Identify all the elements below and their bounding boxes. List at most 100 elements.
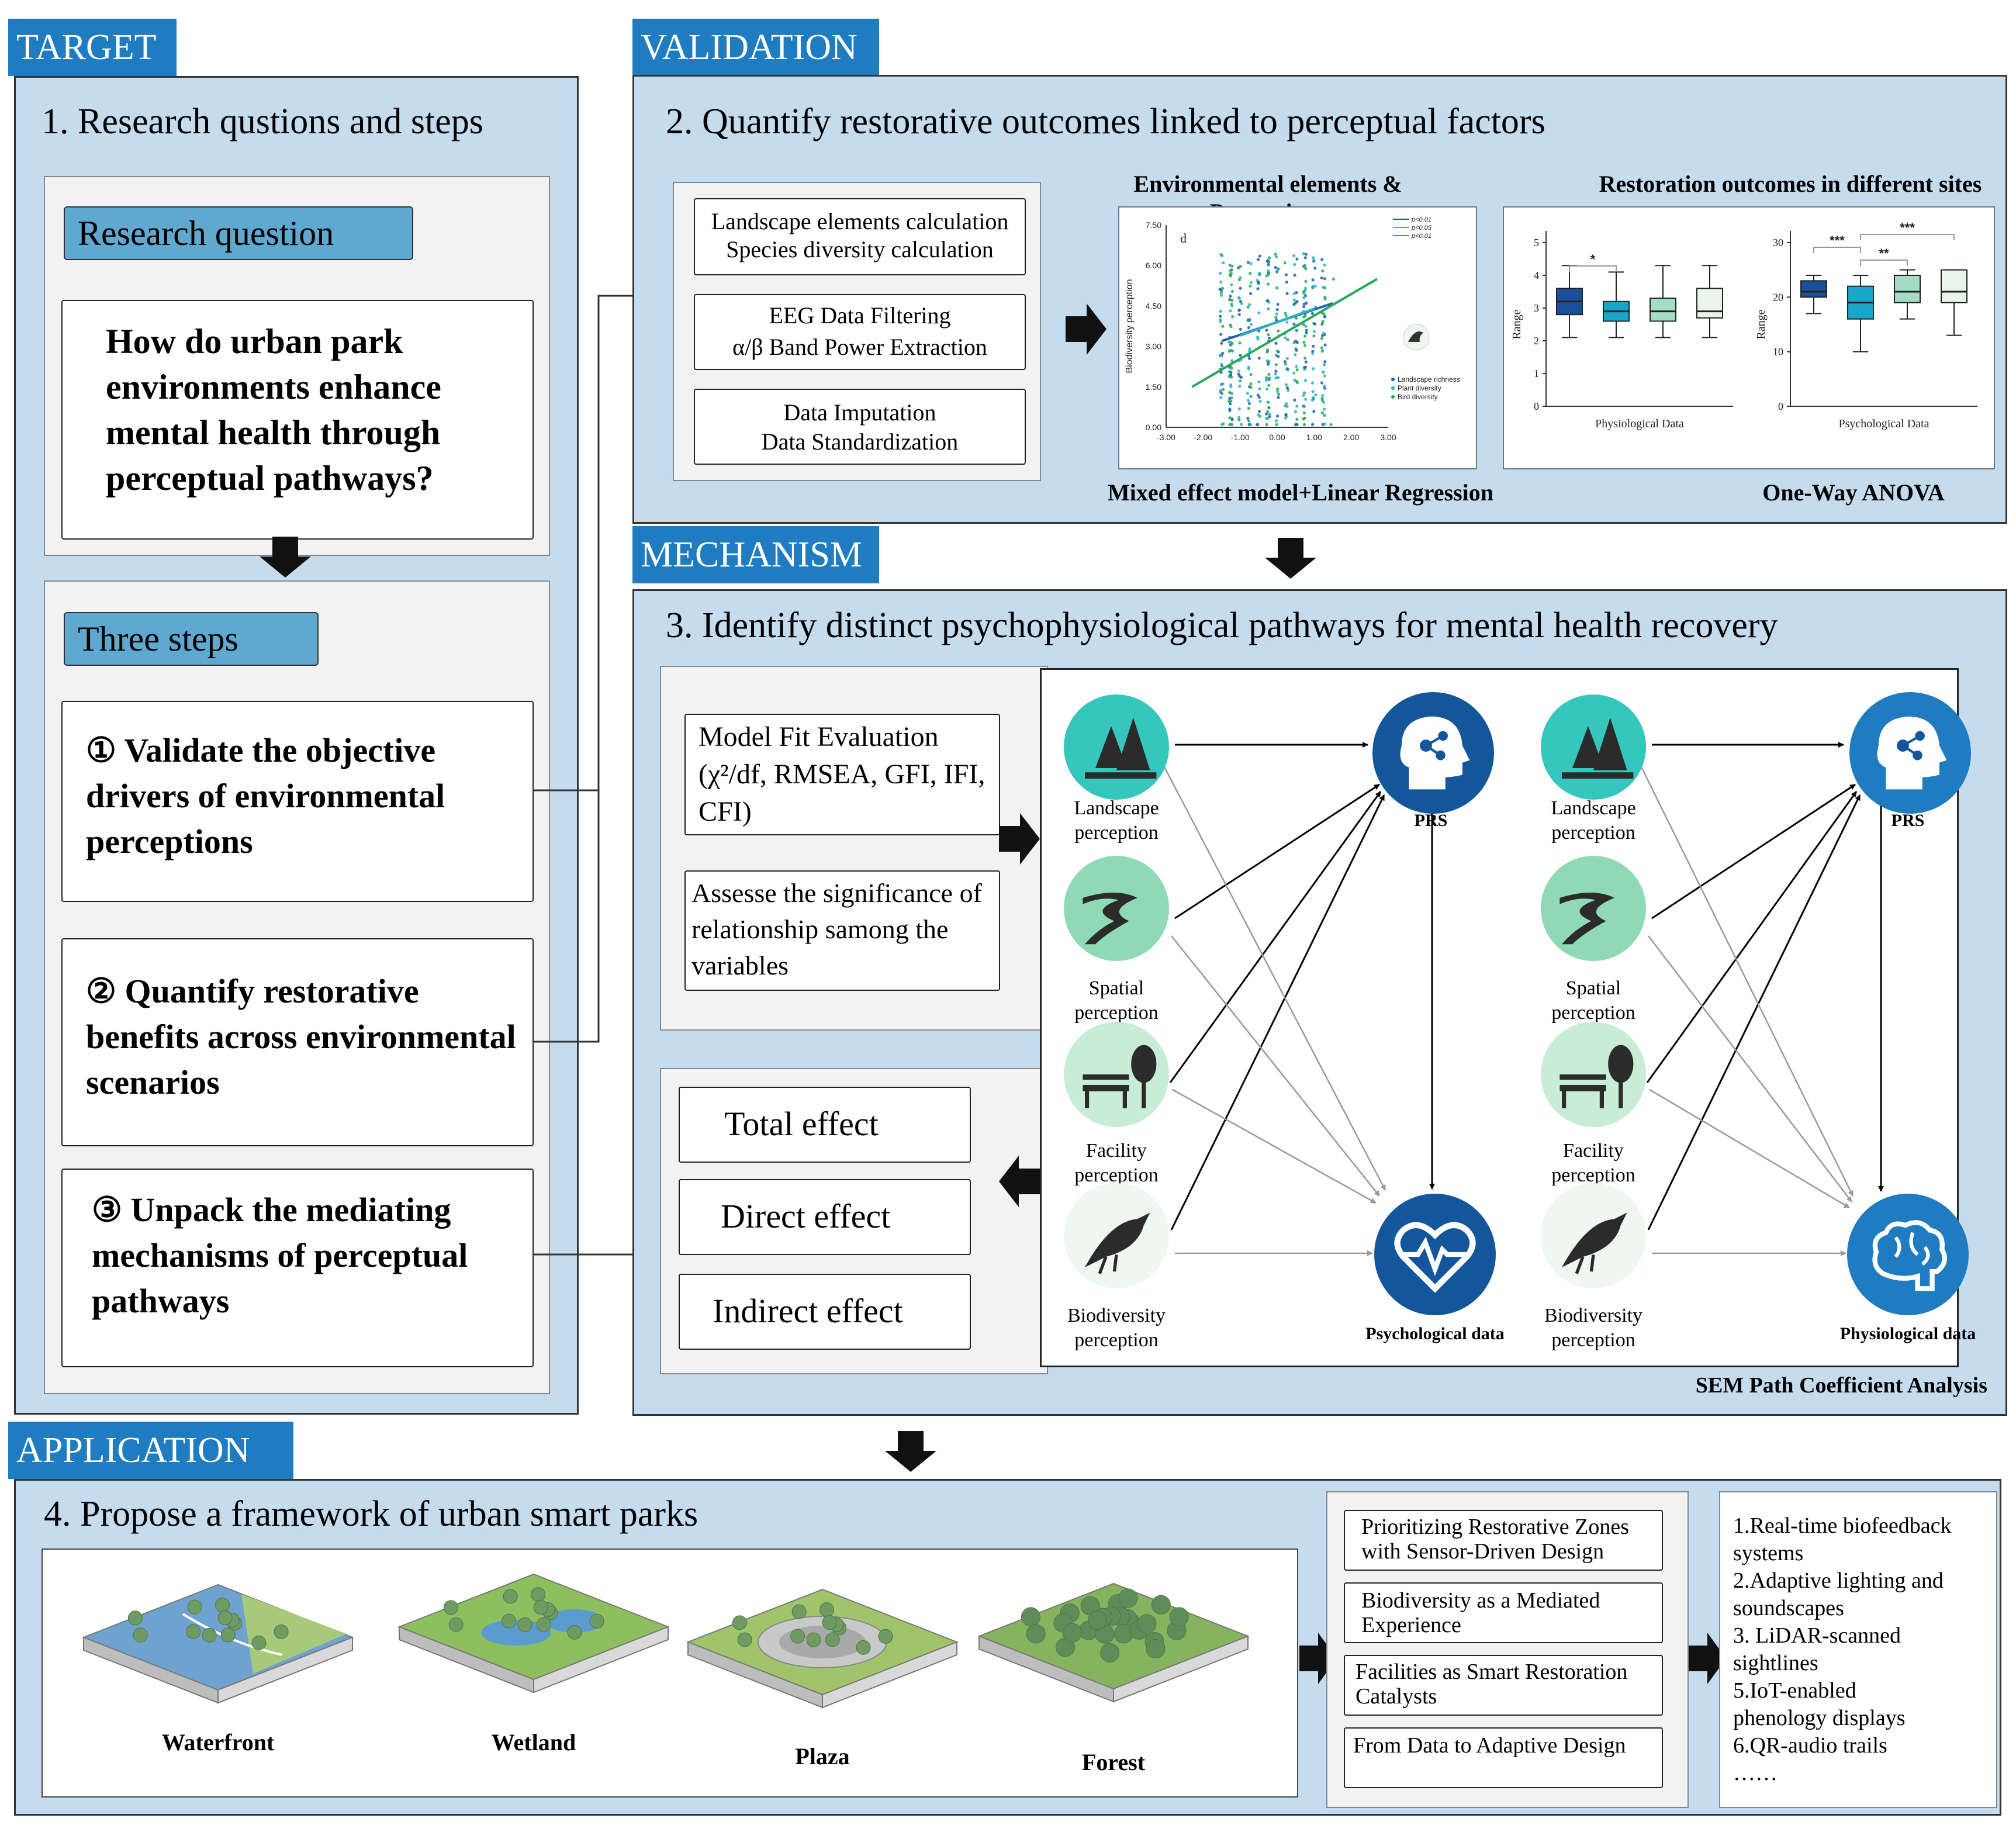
scatter-point bbox=[1247, 367, 1250, 371]
scatter-point bbox=[1312, 258, 1316, 262]
scatter-x-tick: -1.00 bbox=[1231, 433, 1250, 442]
site-pond bbox=[545, 1609, 604, 1633]
trees-icon bbox=[1085, 717, 1157, 779]
scatter-point bbox=[1283, 360, 1287, 364]
scatter-point bbox=[1220, 341, 1223, 345]
sem-node-label-line1: Spatial bbox=[1565, 977, 1621, 999]
site-tree bbox=[806, 1632, 821, 1647]
scatter-point bbox=[1277, 355, 1280, 358]
three-steps-section: Three steps ① Validate the objective dri… bbox=[44, 580, 550, 1394]
box-y-tick: 10 bbox=[1773, 346, 1783, 358]
scatter-line-legend-label: p<0.05 bbox=[1411, 224, 1432, 231]
sem-node-landscape-1 bbox=[1064, 694, 1169, 800]
restoration-outcomes-heading: Restoration outcomes in different sites bbox=[1599, 171, 1982, 197]
scatter-point bbox=[1302, 391, 1306, 395]
scatter-y-tick: 6.00 bbox=[1146, 261, 1161, 270]
sem-node-biodiversity-2 bbox=[1541, 1183, 1646, 1288]
action-line: systems bbox=[1733, 1541, 1804, 1565]
site-tree bbox=[443, 1600, 458, 1615]
scatter-point bbox=[1302, 340, 1306, 344]
panel3-title: 3. Identify distinct psychophysiological… bbox=[666, 606, 1778, 645]
scatter-point bbox=[1258, 387, 1261, 390]
site-label-waterfront: Waterfront bbox=[161, 1729, 275, 1755]
scatter-point bbox=[1295, 316, 1298, 320]
scatter-point bbox=[1246, 416, 1250, 420]
site-tree bbox=[1169, 1607, 1189, 1627]
scatter-point bbox=[1323, 374, 1327, 378]
scatter-point bbox=[1221, 324, 1225, 328]
scatter-point bbox=[1305, 331, 1308, 335]
scatter-point bbox=[1320, 269, 1325, 273]
method-2-line2: α/β Band Power Extraction bbox=[732, 334, 987, 360]
scatter-point bbox=[1276, 303, 1280, 306]
scatter-point bbox=[1302, 411, 1306, 415]
scatter-point bbox=[1323, 286, 1327, 290]
scatter-point bbox=[1322, 371, 1325, 374]
site-tree bbox=[589, 1613, 604, 1629]
scatter-point bbox=[1303, 365, 1307, 369]
scatter-point bbox=[1274, 376, 1278, 380]
scatter-point bbox=[1222, 422, 1225, 426]
scatter-point bbox=[1246, 261, 1250, 264]
scatter-point bbox=[1222, 388, 1225, 391]
scatter-point bbox=[1285, 357, 1289, 360]
site-tree bbox=[737, 1632, 752, 1647]
box-body bbox=[1800, 280, 1827, 298]
box-body bbox=[1696, 288, 1723, 319]
method-3-line2: Data Standardization bbox=[761, 428, 959, 455]
box-body bbox=[1650, 298, 1676, 322]
site-tree bbox=[202, 1627, 217, 1643]
strategy-4-line1: From Data to Adaptive Design bbox=[1353, 1733, 1626, 1758]
scatter-point bbox=[1265, 416, 1268, 420]
site-label-wetland: Wetland bbox=[491, 1729, 576, 1755]
scatter-point bbox=[1302, 290, 1305, 293]
scatter-point bbox=[1256, 258, 1260, 261]
action-line: 5.IoT-enabled bbox=[1733, 1678, 1856, 1703]
scatter-point bbox=[1268, 415, 1271, 419]
bench-icon bbox=[1083, 1045, 1157, 1108]
scatter-y-tick: 1.50 bbox=[1146, 382, 1161, 392]
scatter-point bbox=[1311, 390, 1315, 393]
scatter-x-tick: -2.00 bbox=[1194, 433, 1212, 442]
scatter-point bbox=[1294, 301, 1297, 305]
scatter-point bbox=[1257, 357, 1261, 360]
scatter-point bbox=[1256, 287, 1260, 291]
sem-node-label-line1: Facility bbox=[1563, 1140, 1624, 1162]
scatter-point bbox=[1257, 410, 1261, 413]
scatter-point bbox=[1294, 339, 1298, 343]
scatter-point bbox=[1285, 281, 1289, 284]
scatter-point bbox=[1229, 325, 1233, 329]
scatter-point bbox=[1265, 329, 1268, 332]
method-box-2: EEG Data Filtering α/β Band Power Extrac… bbox=[694, 294, 1026, 370]
scatter-point bbox=[1302, 265, 1305, 268]
scatter-point bbox=[1275, 390, 1280, 393]
scatter-point bbox=[1264, 378, 1268, 382]
action-line: 2.Adaptive lighting and bbox=[1733, 1568, 1944, 1593]
scatter-point bbox=[1229, 309, 1232, 313]
head-network-icon bbox=[1877, 716, 1947, 790]
research-question-text: How do urban park environments enhance m… bbox=[106, 322, 441, 497]
scatter-point bbox=[1284, 362, 1288, 366]
scatter-point bbox=[1219, 333, 1223, 336]
site-tree bbox=[1088, 1610, 1108, 1630]
box-body bbox=[1941, 269, 1967, 303]
scatter-point bbox=[1265, 260, 1269, 263]
scatter-panel-letter: d bbox=[1180, 231, 1187, 246]
model-fit-box: Model Fit Evaluation (χ²/df, RMSEA, GFI,… bbox=[684, 714, 1000, 835]
site-tree bbox=[1151, 1595, 1171, 1615]
scatter-point bbox=[1285, 405, 1289, 409]
scatter-point bbox=[1293, 378, 1296, 382]
scatter-point bbox=[1227, 350, 1231, 353]
scatter-point bbox=[1274, 341, 1278, 345]
psychological-data-label: Psychological data bbox=[1365, 1324, 1505, 1343]
step-2-box: ② Quantify restorative benefits across e… bbox=[61, 938, 534, 1146]
scatter-point bbox=[1275, 312, 1278, 316]
model-eval-section: Model Fit Evaluation (χ²/df, RMSEA, GFI,… bbox=[660, 666, 1048, 1031]
scatter-point bbox=[1295, 365, 1298, 368]
scatter-point bbox=[1285, 320, 1289, 324]
target-tag: TARGET bbox=[8, 19, 177, 76]
scatter-point bbox=[1275, 270, 1279, 274]
